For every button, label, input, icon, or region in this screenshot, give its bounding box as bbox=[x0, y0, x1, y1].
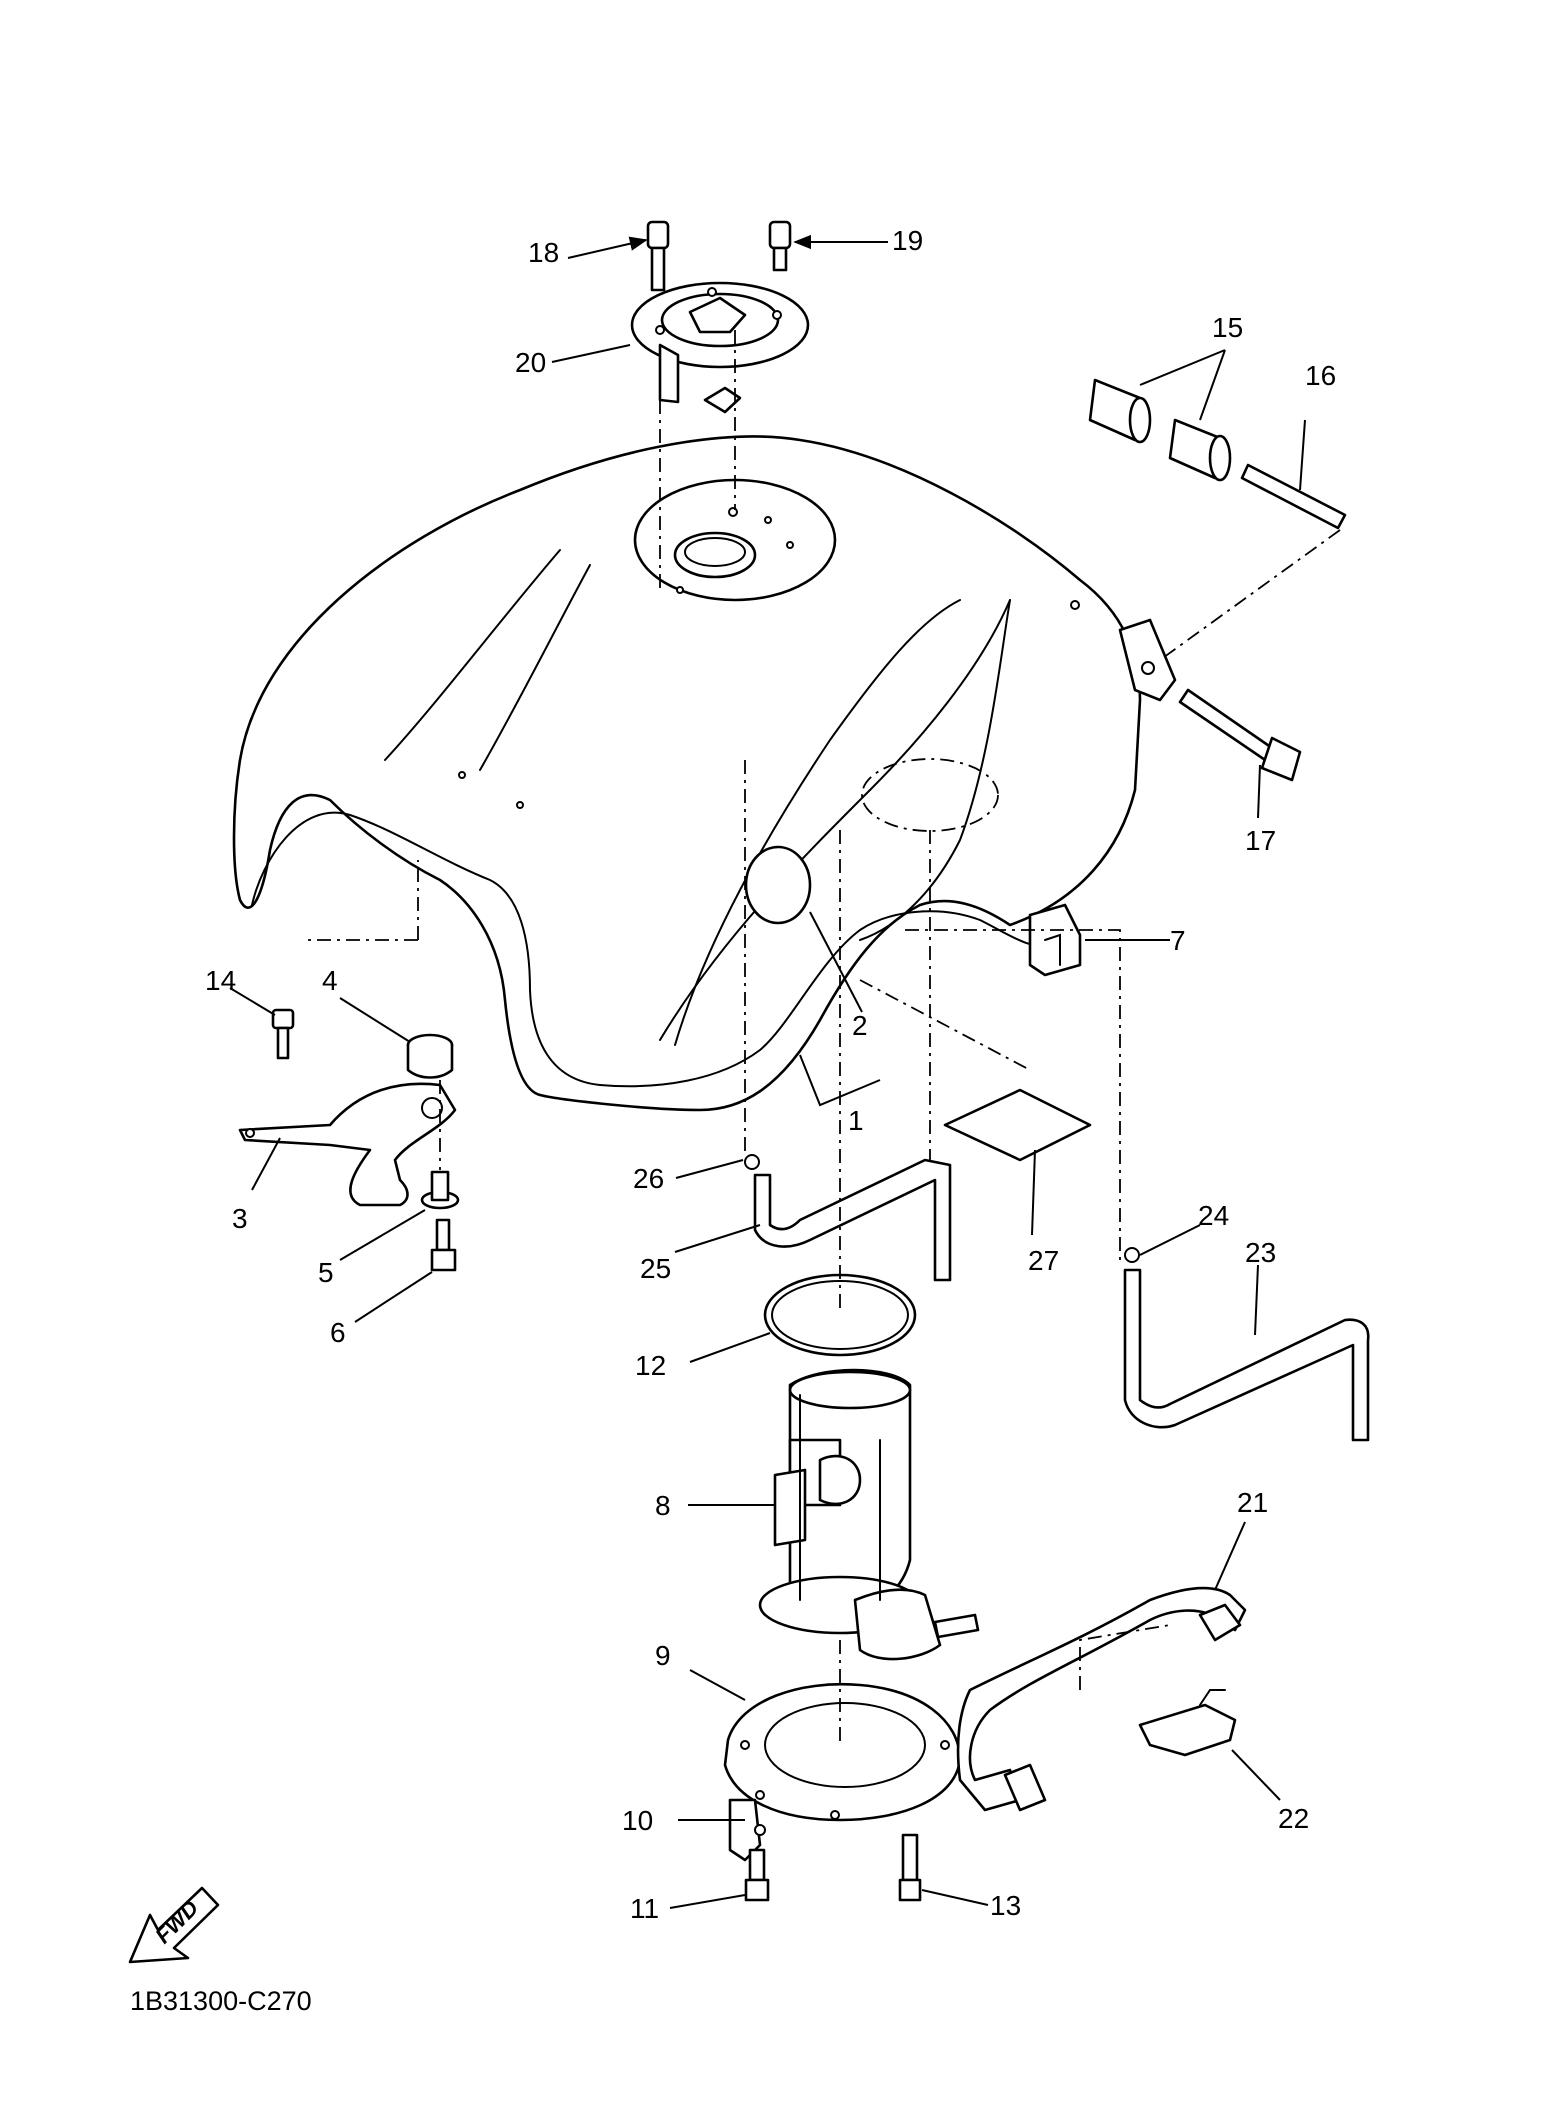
callout-15: 15 bbox=[1212, 312, 1243, 343]
bolt-11 bbox=[744, 1848, 770, 1902]
callout-9: 9 bbox=[655, 1640, 671, 1671]
callout-3: 3 bbox=[232, 1203, 248, 1234]
collar-5 bbox=[420, 1170, 460, 1210]
callout-21: 21 bbox=[1237, 1487, 1268, 1518]
fuel-tank bbox=[232, 435, 1177, 1112]
callout-26: 26 bbox=[633, 1163, 664, 1194]
fuel-cap-assy bbox=[630, 281, 810, 414]
callout-14: 14 bbox=[205, 965, 236, 996]
callout-5: 5 bbox=[318, 1257, 334, 1288]
callout-12: 12 bbox=[635, 1350, 666, 1381]
callout-2: 2 bbox=[852, 1010, 868, 1041]
bolt-17 bbox=[1178, 688, 1302, 782]
callout-22: 22 bbox=[1278, 1803, 1309, 1834]
hose-25 bbox=[753, 1158, 952, 1282]
o-ring-12 bbox=[763, 1273, 917, 1357]
harness-21 bbox=[956, 1586, 1247, 1812]
callout-19: 19 bbox=[892, 225, 923, 256]
fuel-pump-8 bbox=[758, 1368, 980, 1661]
callout-13: 13 bbox=[990, 1890, 1021, 1921]
bolt-13 bbox=[898, 1833, 922, 1902]
plate-9 bbox=[723, 1682, 962, 1822]
grommet-4 bbox=[406, 1033, 454, 1079]
diagram-code: 1B31300-C270 bbox=[130, 1986, 312, 2016]
callout-10: 10 bbox=[622, 1805, 653, 1836]
callout-16: 16 bbox=[1305, 360, 1336, 391]
callout-7: 7 bbox=[1170, 925, 1186, 956]
clamp-22 bbox=[1138, 1689, 1237, 1757]
callout-23: 23 bbox=[1245, 1237, 1276, 1268]
callout-20: 20 bbox=[515, 347, 546, 378]
bolt-19 bbox=[768, 220, 792, 272]
callout-labels: 1 2 3 4 5 6 7 8 9 10 11 12 13 14 15 16 1… bbox=[205, 225, 1336, 1924]
callout-24: 24 bbox=[1198, 1200, 1229, 1231]
bracket-3 bbox=[238, 1082, 457, 1207]
bolt-14 bbox=[271, 1008, 295, 1060]
callout-8: 8 bbox=[655, 1490, 671, 1521]
damper-15a bbox=[1088, 378, 1152, 444]
callout-4: 4 bbox=[322, 965, 338, 996]
callout-18: 18 bbox=[528, 237, 559, 268]
leader-lines bbox=[229, 234, 1306, 1909]
callout-27: 27 bbox=[1028, 1245, 1059, 1276]
damper-7 bbox=[1028, 903, 1082, 977]
fwd-arrow-icon: FWD bbox=[128, 1886, 220, 1964]
pad-27 bbox=[943, 1088, 1092, 1162]
callout-6: 6 bbox=[330, 1317, 346, 1348]
callout-25: 25 bbox=[640, 1253, 671, 1284]
bolt-6 bbox=[430, 1218, 457, 1272]
pipe-16 bbox=[1240, 463, 1347, 530]
damper-15b bbox=[1168, 418, 1232, 482]
callout-1: 1 bbox=[848, 1105, 864, 1136]
hose-23 bbox=[1123, 1268, 1370, 1442]
callout-11: 11 bbox=[630, 1893, 659, 1924]
bolt-18 bbox=[646, 220, 670, 292]
assembly-lines bbox=[305, 330, 1341, 1745]
clip-26 bbox=[744, 1154, 760, 1170]
callout-17: 17 bbox=[1245, 825, 1276, 856]
clip-24 bbox=[1124, 1247, 1140, 1263]
